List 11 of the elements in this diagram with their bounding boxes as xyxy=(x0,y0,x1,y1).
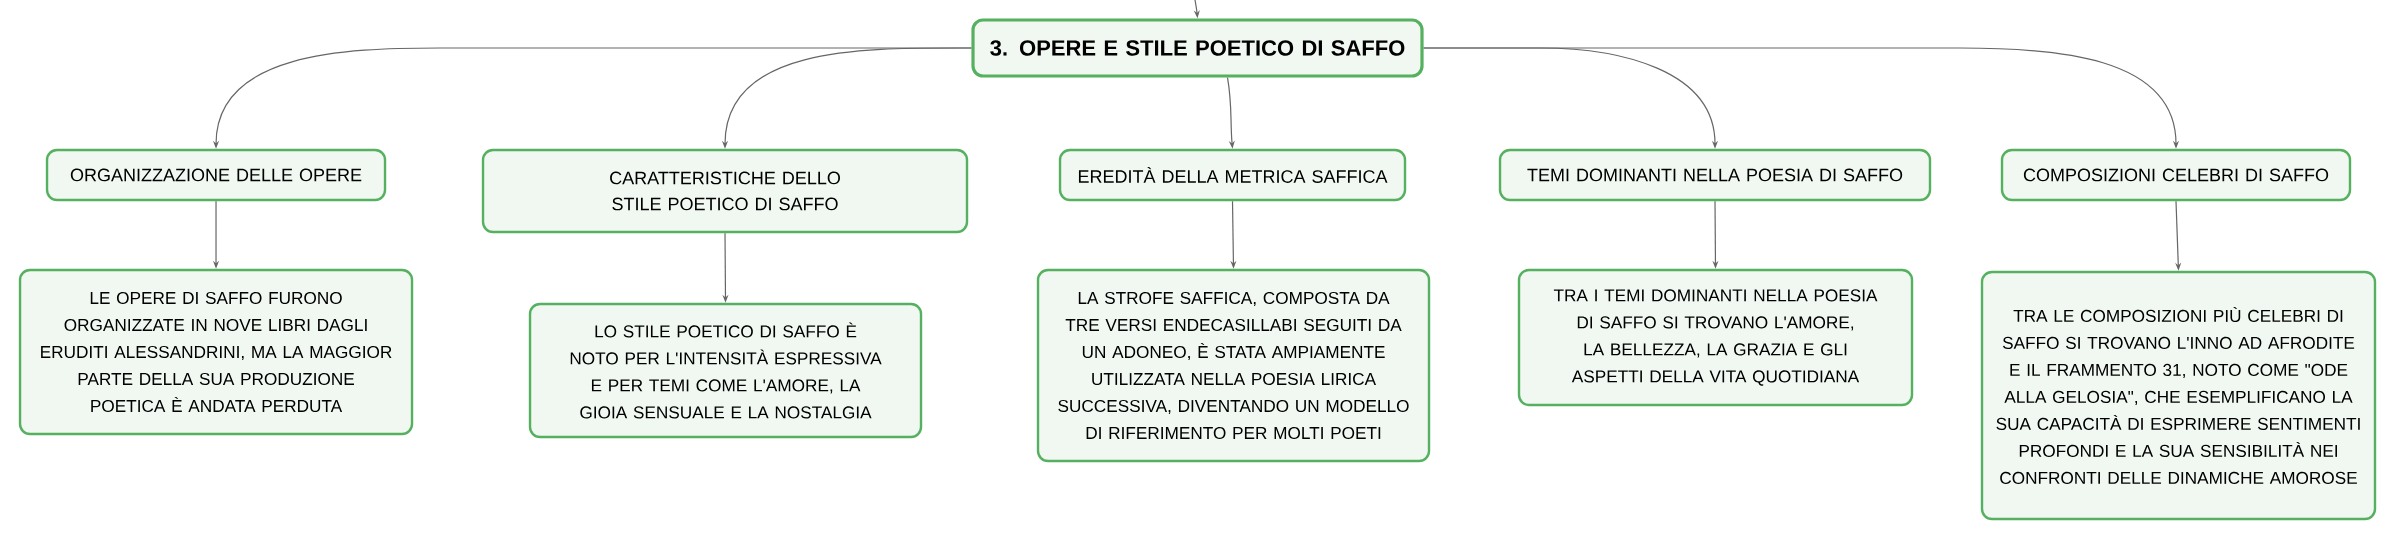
topic-box: ORGANIZZAZIONE DELLE OPERE xyxy=(45,148,387,202)
topic-box: CARATTERISTICHE DELLO STILE POETICO DI SAFFO xyxy=(481,148,969,234)
topic-box: TEMI DOMINANTI NELLA POESIA DI SAFFO xyxy=(1498,148,1932,202)
detail-box: TRA LE COMPOSIZIONI PIÙ CELEBRI DI SAFFO SI TROVANO L'INNO AD AFRODITE E IL FRAMMENTO 31, NOTO COME "ODE ALLA GELOSIA", CHE ESEMPLIFICANO LA SUA CAPACITÀ DI ESPRIMERE SENTIMENTI PROFONDI E LA SUA SENSIBILITÀ NEI CONFRONTI DELLE DINAMICHE AMOROSE xyxy=(1980,270,2377,521)
detail-box: LO STILE POETICO DI SAFFO È NOTO PER L'INTENSITÀ ESPRESSIVA E PER TEMI COME L'AMORE, LA GIOIA SENSUALE E LA NOSTALGIA xyxy=(528,302,923,439)
detail-box: TRA I TEMI DOMINANTI NELLA POESIA DI SAFFO SI TROVANO L'AMORE, LA BELLEZZA, LA GRAZIA E GLI ASPETTI DELLA VITA QUOTIDIANA xyxy=(1517,268,1914,407)
detail-box: LE OPERE DI SAFFO FURONO ORGANIZZATE IN NOVE LIBRI DAGLI ERUDITI ALESSANDRINI, MA LA MAGGIOR PARTE DELLA SUA PRODUZIONE POETICA È ANDATA PERDUTA xyxy=(18,268,414,436)
topic-box: COMPOSIZIONI CELEBRI DI SAFFO xyxy=(2000,148,2352,202)
detail-box: LA STROFE SAFFICA, COMPOSTA DA TRE VERSI ENDECASILLABI SEGUITI DA UN ADONEO, È STATA AMPIAMENTE UTILIZZATA NELLA POESIA LIRICA SUCCESSIVA, DIVENTANDO UN MODELLO DI RIFERIMENTO PER MOLTI POETI xyxy=(1036,268,1431,463)
topic-box: EREDITÀ DELLA METRICA SAFFICA xyxy=(1058,148,1407,202)
title-box: 3. OPERE E STILE POETICO DI SAFFO xyxy=(971,18,1424,78)
